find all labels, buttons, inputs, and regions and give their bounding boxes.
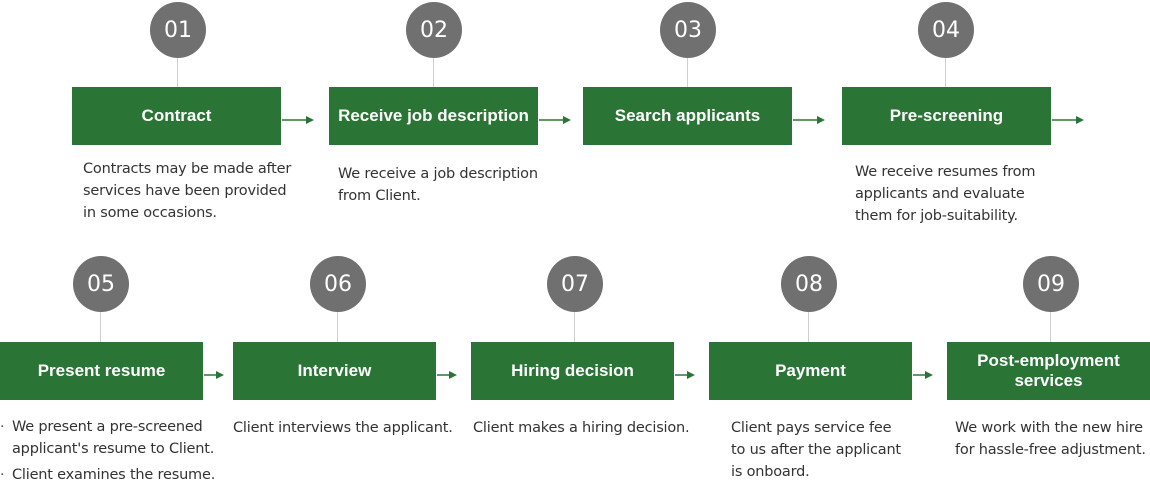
step-description: We work with the new hire for hassle-fre…	[955, 420, 1146, 458]
arrow-right-icon	[539, 116, 571, 124]
connector-line	[808, 312, 809, 342]
step-title-box: Post-employment services	[947, 342, 1150, 400]
connector-line	[574, 312, 575, 342]
step-number-badge: 06	[310, 256, 366, 312]
step-description: Contracts may be made after services hav…	[83, 161, 292, 221]
arrow-right-icon	[913, 371, 933, 379]
step-number-badge: 07	[547, 256, 603, 312]
arrow-right-icon	[793, 116, 825, 124]
connector-line	[945, 58, 946, 88]
connector-line	[177, 58, 178, 88]
step-title-box: Interview	[233, 342, 436, 400]
bullet-item: Client examines the resume.	[0, 464, 220, 486]
connector-line	[337, 312, 338, 342]
step-title-box: Payment	[709, 342, 912, 400]
arrow-right-icon	[675, 371, 695, 379]
step-description: Client interviews the applicant.	[233, 420, 453, 436]
step-description: We receive a job description from Client…	[338, 166, 538, 204]
step-description: Client pays service fee to us after the …	[731, 420, 901, 480]
step-number-badge: 01	[150, 2, 206, 58]
arrow-right-icon	[437, 371, 457, 379]
connector-line	[100, 312, 101, 342]
step-number-badge: 03	[660, 2, 716, 58]
connector-line	[1050, 312, 1051, 342]
step-title-box: Present resume	[0, 342, 203, 400]
step-number-badge: 09	[1023, 256, 1079, 312]
arrow-right-icon	[1052, 116, 1084, 124]
step-title-box: Contract	[72, 87, 281, 145]
connector-line	[433, 58, 434, 88]
step-number-badge: 02	[406, 2, 462, 58]
step-description: We receive resumes from applicants and e…	[855, 164, 1036, 224]
arrow-right-icon	[282, 116, 314, 124]
bullet-item: We present a pre-screened applicant's re…	[0, 416, 220, 460]
step-title-box: Hiring decision	[471, 342, 674, 400]
step-number-badge: 05	[73, 256, 129, 312]
step-title-box: Receive job description	[329, 87, 538, 145]
step-number-badge: 08	[781, 256, 837, 312]
step-description: Client makes a hiring decision.	[473, 420, 690, 436]
step-title-box: Pre-screening	[842, 87, 1051, 145]
step-title-box: Search applicants	[583, 87, 792, 145]
connector-line	[687, 58, 688, 88]
step-bullet-list: We present a pre-screened applicant's re…	[0, 416, 220, 490]
step-number-badge: 04	[918, 2, 974, 58]
arrow-right-icon	[204, 371, 224, 379]
